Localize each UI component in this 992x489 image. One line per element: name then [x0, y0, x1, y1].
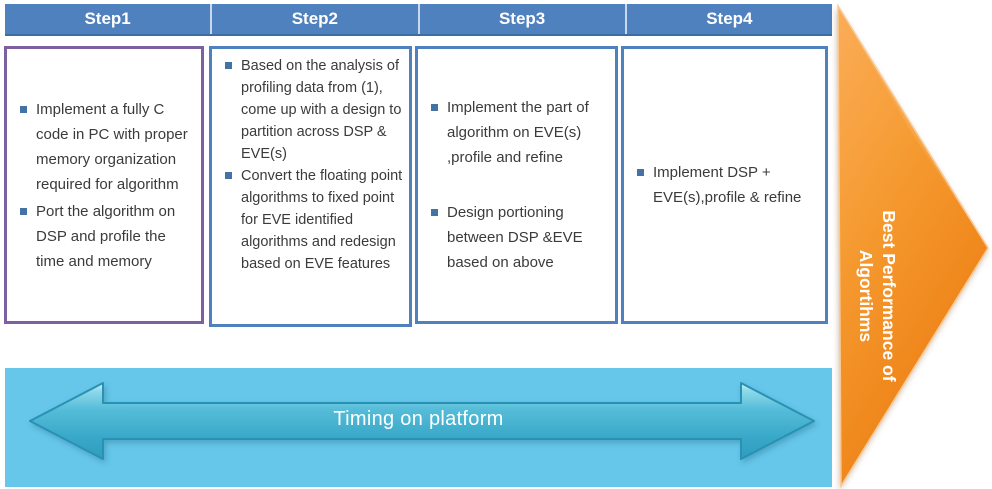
best-performance-label: Best Performance of Algortihms: [854, 210, 900, 381]
step1-header-label: Step1: [84, 9, 131, 28]
step3-header-label: Step3: [498, 9, 546, 28]
double-arrow-icon: [29, 382, 815, 460]
list-item: Port the algorithm on DSP and profile th…: [13, 199, 195, 274]
step3-box: Implement the part of algorithm on EVE(s…: [415, 46, 618, 324]
steps-header-bar: Step1 Step2 Step3 Step4: [5, 4, 832, 36]
timing-label: Timing on platform: [333, 407, 504, 430]
list-item: Implement a fully C code in PC with prop…: [13, 97, 195, 197]
bullet-square-icon: [431, 104, 438, 111]
best-performance-arrow-icon: [837, 3, 989, 489]
list-item: Based on the analysis of profiling data …: [218, 55, 403, 165]
timing-panel: Timing on platform: [5, 368, 832, 487]
bullet-text: Implement DSP + EVE(s),profile & refine: [653, 164, 802, 206]
bullet-square-icon: [637, 169, 644, 176]
bullet-square-icon: [20, 207, 27, 215]
step1-box: Implement a fully C code in PC with prop…: [4, 46, 204, 324]
step4-box: Implement DSP + EVE(s),profile & refine: [621, 46, 828, 324]
bullet-text: Implement the part of algorithm on EVE(s…: [447, 99, 589, 166]
bullet-square-icon: [20, 105, 27, 113]
best-performance-line1: Best Performance of: [879, 210, 899, 382]
best-performance-line2: Algortihms: [856, 249, 876, 343]
bullet-text: Design portioning between DSP &EVE based…: [447, 204, 583, 271]
list-item: Convert the floating point algorithms to…: [218, 165, 403, 275]
list-item: Implement DSP + EVE(s),profile & refine: [630, 160, 819, 210]
bullet-square-icon: [225, 172, 232, 179]
step2-box: Based on the analysis of profiling data …: [209, 46, 412, 327]
bullet-text: Port the algorithm on DSP and profile th…: [36, 202, 176, 270]
step3-header: Step3: [420, 4, 627, 34]
bullet-square-icon: [431, 209, 438, 216]
step1-header: Step1: [5, 4, 213, 34]
bullet-text: Implement a fully C code in PC with prop…: [36, 100, 188, 193]
step4-header: Step4: [627, 4, 832, 34]
bullet-text: Convert the floating point algorithms to…: [241, 168, 403, 272]
step4-header-label: Step4: [706, 9, 753, 28]
list-item: Design portioning between DSP &EVE based…: [424, 200, 609, 275]
step2-header: Step2: [212, 4, 420, 34]
list-item: Implement the part of algorithm on EVE(s…: [424, 95, 609, 170]
step2-header-label: Step2: [291, 9, 339, 28]
bullet-square-icon: [225, 62, 232, 69]
bullet-text: Based on the analysis of profiling data …: [241, 58, 402, 162]
